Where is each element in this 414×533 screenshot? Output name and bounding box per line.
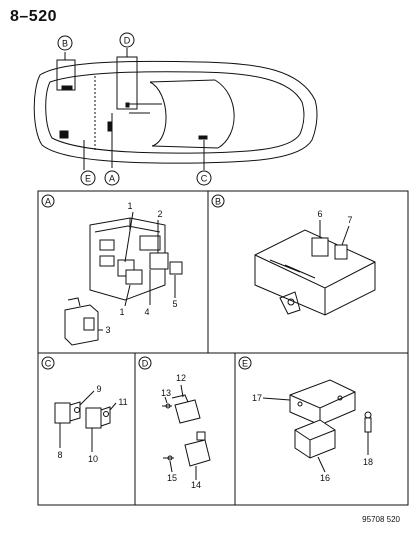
part-label-6: 6 <box>317 209 322 219</box>
callout-b-label: B <box>62 39 68 49</box>
part-label-10: 10 <box>88 454 98 464</box>
page-number: 8–520 <box>10 8 57 25</box>
part-label-16: 16 <box>320 473 330 483</box>
part-label-17: 17 <box>252 393 262 403</box>
panel-b-letter: B <box>215 197 221 207</box>
part-label-3: 3 <box>105 325 110 335</box>
module-a-mark-icon <box>59 130 69 139</box>
callout-c-label: C <box>201 174 208 184</box>
panel-a-drawing <box>64 211 183 346</box>
part-label-1a: 1 <box>127 201 132 211</box>
module-e-mark-icon <box>107 121 112 132</box>
module-c-mark-icon <box>198 135 208 140</box>
callout-d-circle <box>119 32 135 48</box>
panel-e-letter: E <box>242 359 248 369</box>
car-outline <box>33 60 318 164</box>
callout-b-circle <box>57 35 73 51</box>
panel-c-drawing <box>54 390 117 452</box>
callout-e-circle <box>80 170 96 186</box>
part-label-2: 2 <box>157 209 162 219</box>
callout-c-circle <box>196 170 212 186</box>
part-label-7: 7 <box>347 215 352 225</box>
panel-c-letter: C <box>45 359 52 369</box>
part-label-5: 5 <box>172 299 177 309</box>
part-label-13: 13 <box>161 388 171 398</box>
part-label-11: 11 <box>118 397 127 407</box>
footer-code: 95708 520 <box>362 515 400 524</box>
panel-e-drawing <box>262 379 372 473</box>
part-label-1b: 1 <box>119 307 124 317</box>
callout-a-label: A <box>109 174 115 184</box>
part-label-9: 9 <box>96 384 101 394</box>
callout-a-circle <box>104 170 120 186</box>
part-label-4: 4 <box>144 307 149 317</box>
panel-b-drawing <box>254 220 376 316</box>
car-callout-leaders <box>56 48 205 170</box>
callout-e-label: E <box>85 174 91 184</box>
part-label-15: 15 <box>167 473 177 483</box>
part-label-8: 8 <box>57 450 62 460</box>
module-b-mark-icon <box>61 85 73 90</box>
part-label-14: 14 <box>191 480 201 490</box>
panel-d-drawing <box>162 384 211 480</box>
panel-a-letter: A <box>45 197 51 207</box>
part-label-18: 18 <box>363 457 373 467</box>
panel-frames <box>37 190 409 506</box>
part-label-12: 12 <box>176 373 186 383</box>
callout-d-label: D <box>124 36 131 46</box>
panel-d-letter: D <box>142 359 149 369</box>
